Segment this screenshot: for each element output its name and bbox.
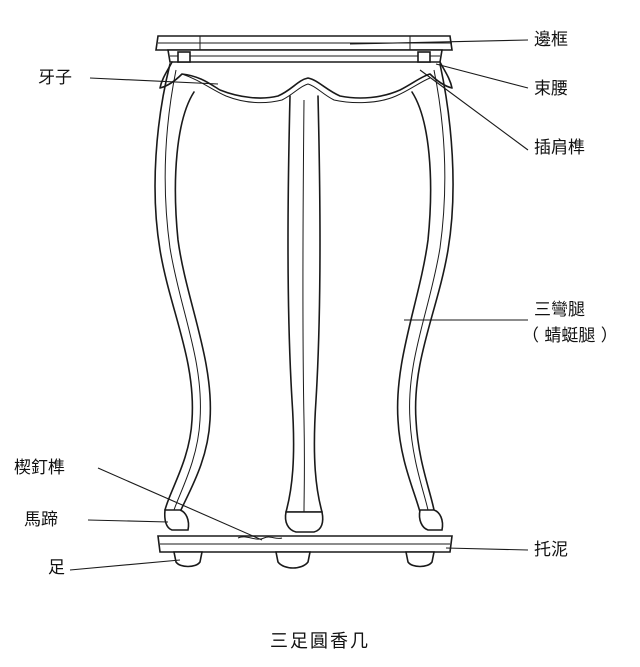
label-ya-zi: 牙子 [38,68,72,88]
leader-xie-ding-sun [97,467,263,541]
label-zu: 足 [48,558,65,578]
leader-zu [69,559,181,571]
leader-shu-yao [435,63,529,89]
base-ring [157,535,453,553]
label-qing-ting-tui: （ 蜻蜓腿 ） [522,326,618,346]
apron [159,61,453,104]
label-ma-ti: 馬蹄 [24,510,58,530]
label-xie-ding-sun: 楔釘榫 [14,458,65,478]
leader-tuo-ni [445,547,529,551]
leader-ma-ti [87,519,169,523]
label-san-wan-tui: 三彎腿 [534,300,585,320]
label-bian-kuang: 邊框 [534,30,568,50]
hooves [163,509,444,533]
centre-leg [285,95,323,513]
feet [173,551,435,569]
label-shu-yao: 束腰 [534,79,568,99]
leader-ya-zi [89,77,219,85]
diagram-title: 三足圓香几 [270,631,370,652]
leader-bian-kuang [349,39,529,45]
label-cha-jian-sun: 插肩榫 [534,138,585,158]
waist [167,49,443,63]
leader-lines [69,39,529,571]
right-leg [396,63,454,513]
label-tuo-ni: 托泥 [534,540,568,560]
left-leg [154,63,212,513]
leader-cha-jian-sun [419,69,529,151]
